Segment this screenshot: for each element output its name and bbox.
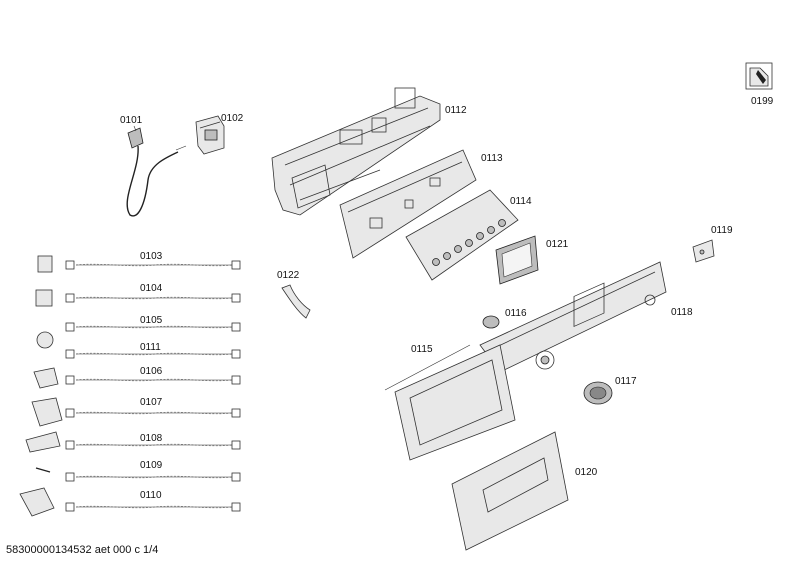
label-0103: 0103	[140, 251, 163, 262]
label-0113: 0113	[481, 153, 503, 164]
label-0118: 0118	[671, 307, 693, 318]
switch-clip	[692, 239, 715, 263]
wrench-document-icon	[745, 62, 773, 90]
label-0111: 0111	[140, 342, 161, 353]
label-0121: 0121	[546, 239, 569, 250]
label-0120: 0120	[575, 467, 598, 478]
display-board	[405, 189, 519, 281]
label-0119: 0119	[711, 225, 733, 236]
ribbon-cable	[281, 284, 311, 319]
label-0108: 0108	[140, 433, 163, 444]
harness-0106	[33, 367, 241, 389]
label-0199: 0199	[751, 96, 774, 107]
footer-code: 58300000134532 aet 000 c 1/4	[6, 544, 158, 556]
detergent-drawer-handle	[451, 431, 569, 551]
module-housing	[271, 87, 441, 216]
label-0116: 0116	[505, 308, 527, 319]
selector-knob	[583, 381, 613, 405]
harness-0108	[25, 431, 241, 453]
panel-frame	[384, 344, 555, 461]
label-0106: 0106	[140, 366, 163, 377]
label-0105: 0105	[140, 315, 163, 326]
label-0110: 0110	[140, 490, 162, 501]
display-window	[495, 235, 539, 285]
interference-filter	[195, 115, 225, 155]
label-0102: 0102	[221, 113, 244, 124]
label-0114: 0114	[510, 196, 532, 207]
harness-0109	[35, 467, 241, 482]
label-0104: 0104	[140, 283, 163, 294]
control-board	[339, 149, 477, 259]
harness-0104	[35, 289, 241, 307]
label-0109: 0109	[140, 460, 163, 471]
label-0112: 0112	[445, 105, 467, 116]
harness-0111	[65, 349, 241, 359]
label-0115: 0115	[411, 344, 433, 355]
harness-0110	[19, 487, 241, 517]
label-0107: 0107	[140, 397, 163, 408]
label-0101: 0101	[120, 115, 143, 126]
label-0117: 0117	[615, 376, 637, 387]
selector-knob-cap	[482, 315, 500, 329]
power-cord	[126, 127, 187, 217]
harness-0105	[36, 322, 241, 349]
label-0122: 0122	[277, 270, 300, 281]
harness-0107	[31, 397, 241, 427]
harness-0103	[37, 255, 241, 273]
